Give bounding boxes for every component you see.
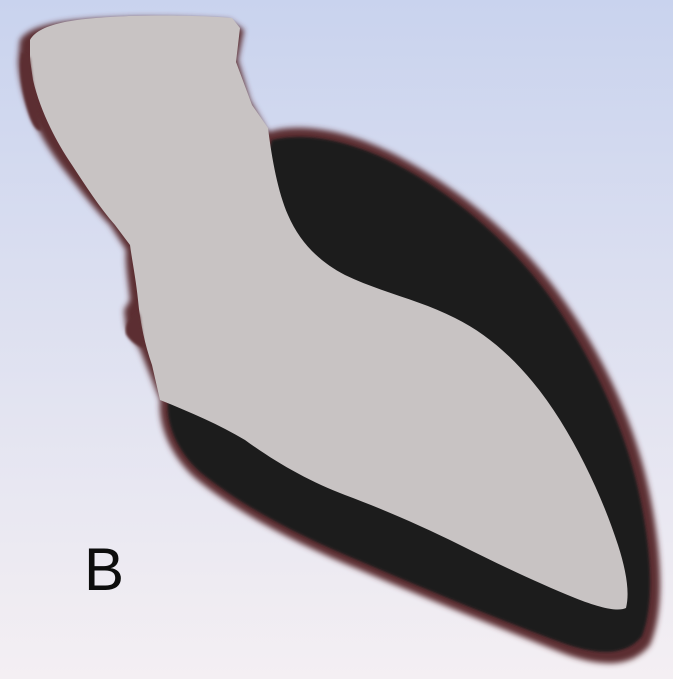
panel-label: B xyxy=(84,540,124,600)
